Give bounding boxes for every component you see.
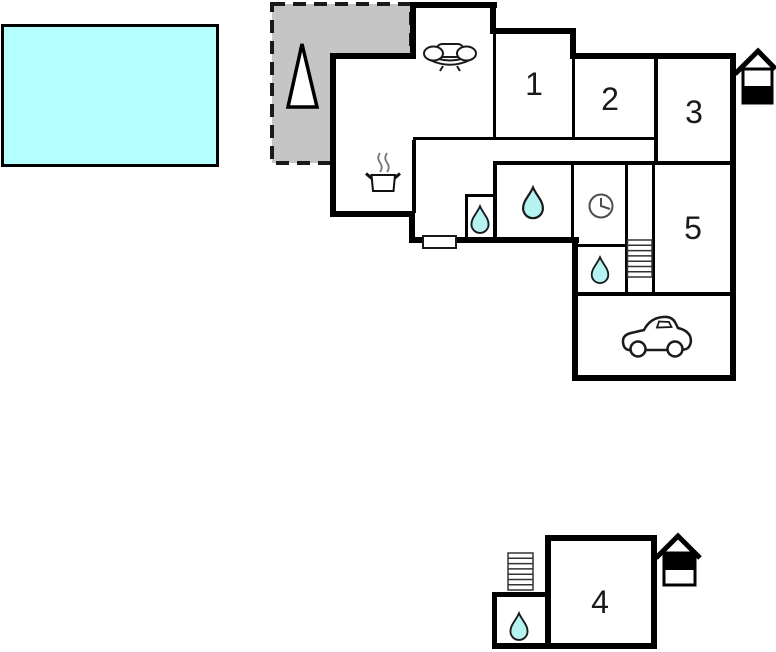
entrance-house-icon (654, 532, 702, 587)
car-icon (621, 315, 693, 358)
clock-icon (588, 193, 614, 219)
room-2-label: 2 (601, 81, 619, 117)
cooking-pot-icon (365, 152, 401, 192)
stairs-icon (507, 552, 534, 591)
tree-icon (285, 43, 320, 109)
swimming-pool (1, 24, 219, 167)
stairs-icon (626, 239, 653, 278)
building-walls (330, 2, 736, 649)
water-drop-icon (590, 254, 610, 284)
door-marker (422, 235, 457, 249)
water-drop-icon (470, 203, 490, 234)
room-1-label: 1 (525, 66, 543, 102)
room-3-label: 3 (685, 94, 703, 130)
room-4-label: 4 (591, 584, 609, 620)
room-5-label: 5 (684, 210, 702, 246)
water-drop-icon (509, 610, 529, 641)
water-drop-icon (521, 184, 545, 220)
entrance-house-icon (733, 47, 776, 105)
sofa-icon (423, 43, 477, 72)
